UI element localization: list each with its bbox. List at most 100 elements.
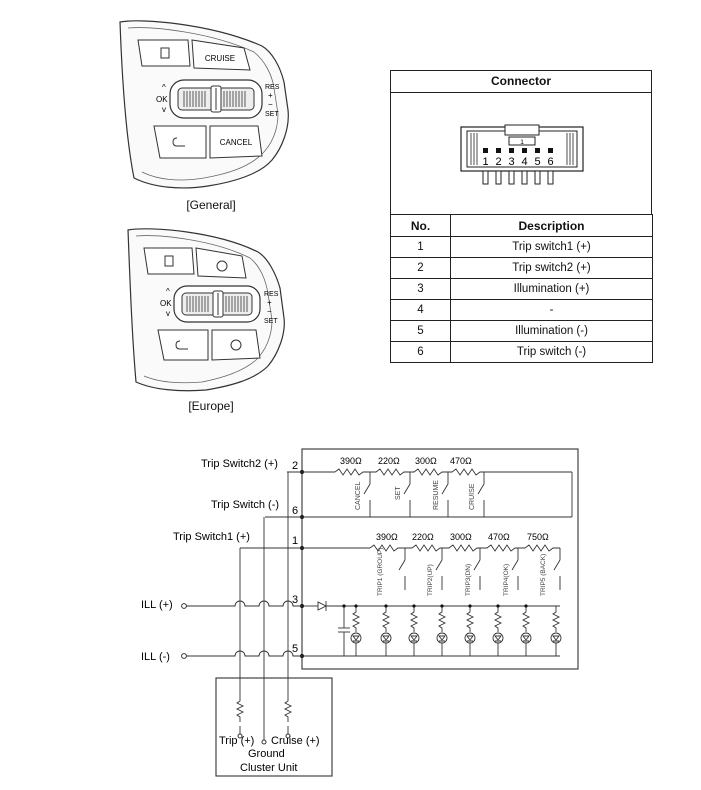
- connector-panel: Connector 1 1 2 3 4 5 6: [390, 70, 653, 363]
- led-icon: [550, 632, 562, 644]
- led-resistor: [351, 606, 361, 632]
- set-label: SET: [265, 111, 279, 118]
- switch-trip5-label: TRIP5 (BACK): [540, 554, 547, 596]
- cancel-label: CANCEL: [220, 138, 253, 147]
- pin-number: 3: [390, 278, 451, 300]
- label-ill-pos: ILL (+): [141, 599, 173, 611]
- switch-cancel-label: CANCEL: [355, 481, 362, 510]
- header-no: No.: [390, 214, 451, 237]
- led-resistor: [465, 606, 475, 632]
- up-chevron-icon: ^: [162, 83, 166, 92]
- led-resistor: [381, 606, 391, 632]
- pin-6-label: 6: [292, 505, 298, 517]
- pin-description: Trip switch1 (+): [450, 236, 653, 258]
- pin-digit: 1: [482, 156, 488, 168]
- pin-digit: 3: [508, 156, 514, 168]
- diode-symbol: [466, 635, 474, 656]
- voice-icon: [164, 255, 174, 267]
- steering-switch-europe-illustration: OK ^ v RES + − SET: [127, 228, 285, 392]
- ok-label: OK: [160, 299, 172, 308]
- switch-resume-label: RESUME: [433, 480, 440, 510]
- bottom-resistor-5: 750Ω: [527, 532, 549, 542]
- label-trip-switch2: Trip Switch2 (+): [201, 458, 278, 470]
- diode-symbol: [494, 635, 502, 656]
- led-resistor: [409, 606, 419, 632]
- header-description: Description: [450, 214, 653, 237]
- pin-number: 1: [390, 236, 451, 258]
- table-row: 5 Illumination (-): [390, 320, 653, 342]
- cluster-unit-box: [215, 677, 333, 777]
- bottom-resistor-4: 470Ω: [488, 532, 510, 542]
- top-resistor-4: 470Ω: [450, 456, 472, 466]
- pin-number: 2: [390, 257, 451, 279]
- led-icon: [464, 632, 476, 644]
- circuit-diagram: 2 6 1 3 5 Trip Switch2 (+) Trip Switch (…: [141, 448, 579, 777]
- cluster-cruise-label: Cruise (+): [271, 735, 320, 747]
- switch-trip2-label: TRIP2(UP): [427, 564, 434, 596]
- label-trip-switch-neg: Trip Switch (-): [211, 499, 279, 511]
- led-icon: [408, 632, 420, 644]
- voice-icon: [160, 47, 170, 59]
- cluster-ground-label: Ground: [248, 748, 285, 760]
- table-row: 2 Trip switch2 (+): [390, 257, 653, 279]
- pin-description: Illumination (-): [450, 320, 653, 342]
- cluster-title: Cluster Unit: [240, 762, 297, 774]
- pin-description: Trip switch (-): [450, 341, 653, 363]
- plus-label: +: [268, 91, 273, 100]
- diode-symbol: [382, 635, 390, 656]
- pin-digit: 6: [547, 156, 553, 168]
- back-icon: [175, 340, 188, 350]
- table-row: 6 Trip switch (-): [390, 341, 653, 363]
- table-row: 4 -: [390, 299, 653, 321]
- diode-symbol: [522, 635, 530, 656]
- circle-icon: [230, 339, 242, 351]
- illumination-network: [317, 601, 560, 656]
- plus-label: +: [267, 298, 272, 307]
- res-label: RES: [265, 84, 280, 91]
- label-ill-neg: ILL (-): [141, 651, 170, 663]
- switch-module-box: [301, 448, 579, 670]
- ok-label: OK: [156, 95, 168, 104]
- pin-3-label: 3: [292, 594, 298, 606]
- diode-symbol: [410, 635, 418, 656]
- label-trip-switch1: Trip Switch1 (+): [173, 531, 250, 543]
- up-chevron-icon: ^: [166, 287, 170, 296]
- pin-number: 5: [390, 320, 451, 342]
- switch-trip3-label: TRIP3(DN): [465, 564, 472, 596]
- cruise-label: CRUISE: [205, 54, 235, 63]
- pin-number: 6: [390, 341, 451, 363]
- led-resistor: [493, 606, 503, 632]
- down-chevron-icon: v: [166, 309, 170, 318]
- pin-number: 4: [390, 299, 451, 321]
- caption-europe: [Europe]: [188, 399, 234, 413]
- down-chevron-icon: v: [162, 105, 166, 114]
- bottom-resistor-1: 390Ω: [376, 532, 398, 542]
- back-icon: [172, 137, 185, 147]
- diode-symbol: [438, 635, 446, 656]
- pin-description: Trip switch2 (+): [450, 257, 653, 279]
- pin-1-label: 1: [292, 535, 298, 547]
- led-icon: [380, 632, 392, 644]
- pin-description-table: No. Description 1 Trip switch1 (+) 2 Tri…: [390, 214, 653, 363]
- connector-drawing: 1 1 2 3 4 5 6: [460, 124, 584, 185]
- led-icon: [492, 632, 504, 644]
- connector-image: 1 1 2 3 4 5 6: [390, 92, 652, 214]
- led-icon: [350, 632, 362, 644]
- steering-switch-general-illustration: CRUISE OK ^ v RES + − SET CANCEL: [119, 20, 289, 189]
- res-label: RES: [264, 291, 279, 298]
- switch-trip4-label: TRIP4(OK): [503, 564, 510, 596]
- top-resistor-2: 220Ω: [378, 456, 400, 466]
- pin-digit: 2: [495, 156, 501, 168]
- set-label: SET: [264, 318, 278, 325]
- bottom-resistor-2: 220Ω: [412, 532, 434, 542]
- table-row: 1 Trip switch1 (+): [390, 236, 653, 258]
- connector-title: Connector: [390, 70, 652, 92]
- pin-5-label: 5: [292, 643, 298, 655]
- top-resistor-3: 300Ω: [415, 456, 437, 466]
- diode-symbol: [552, 635, 560, 656]
- cluster-trip-label: Trip (+): [219, 735, 254, 747]
- led-resistor: [437, 606, 447, 632]
- minus-label: −: [267, 307, 272, 316]
- pin-2-label: 2: [292, 460, 298, 472]
- pin-description: -: [450, 299, 653, 321]
